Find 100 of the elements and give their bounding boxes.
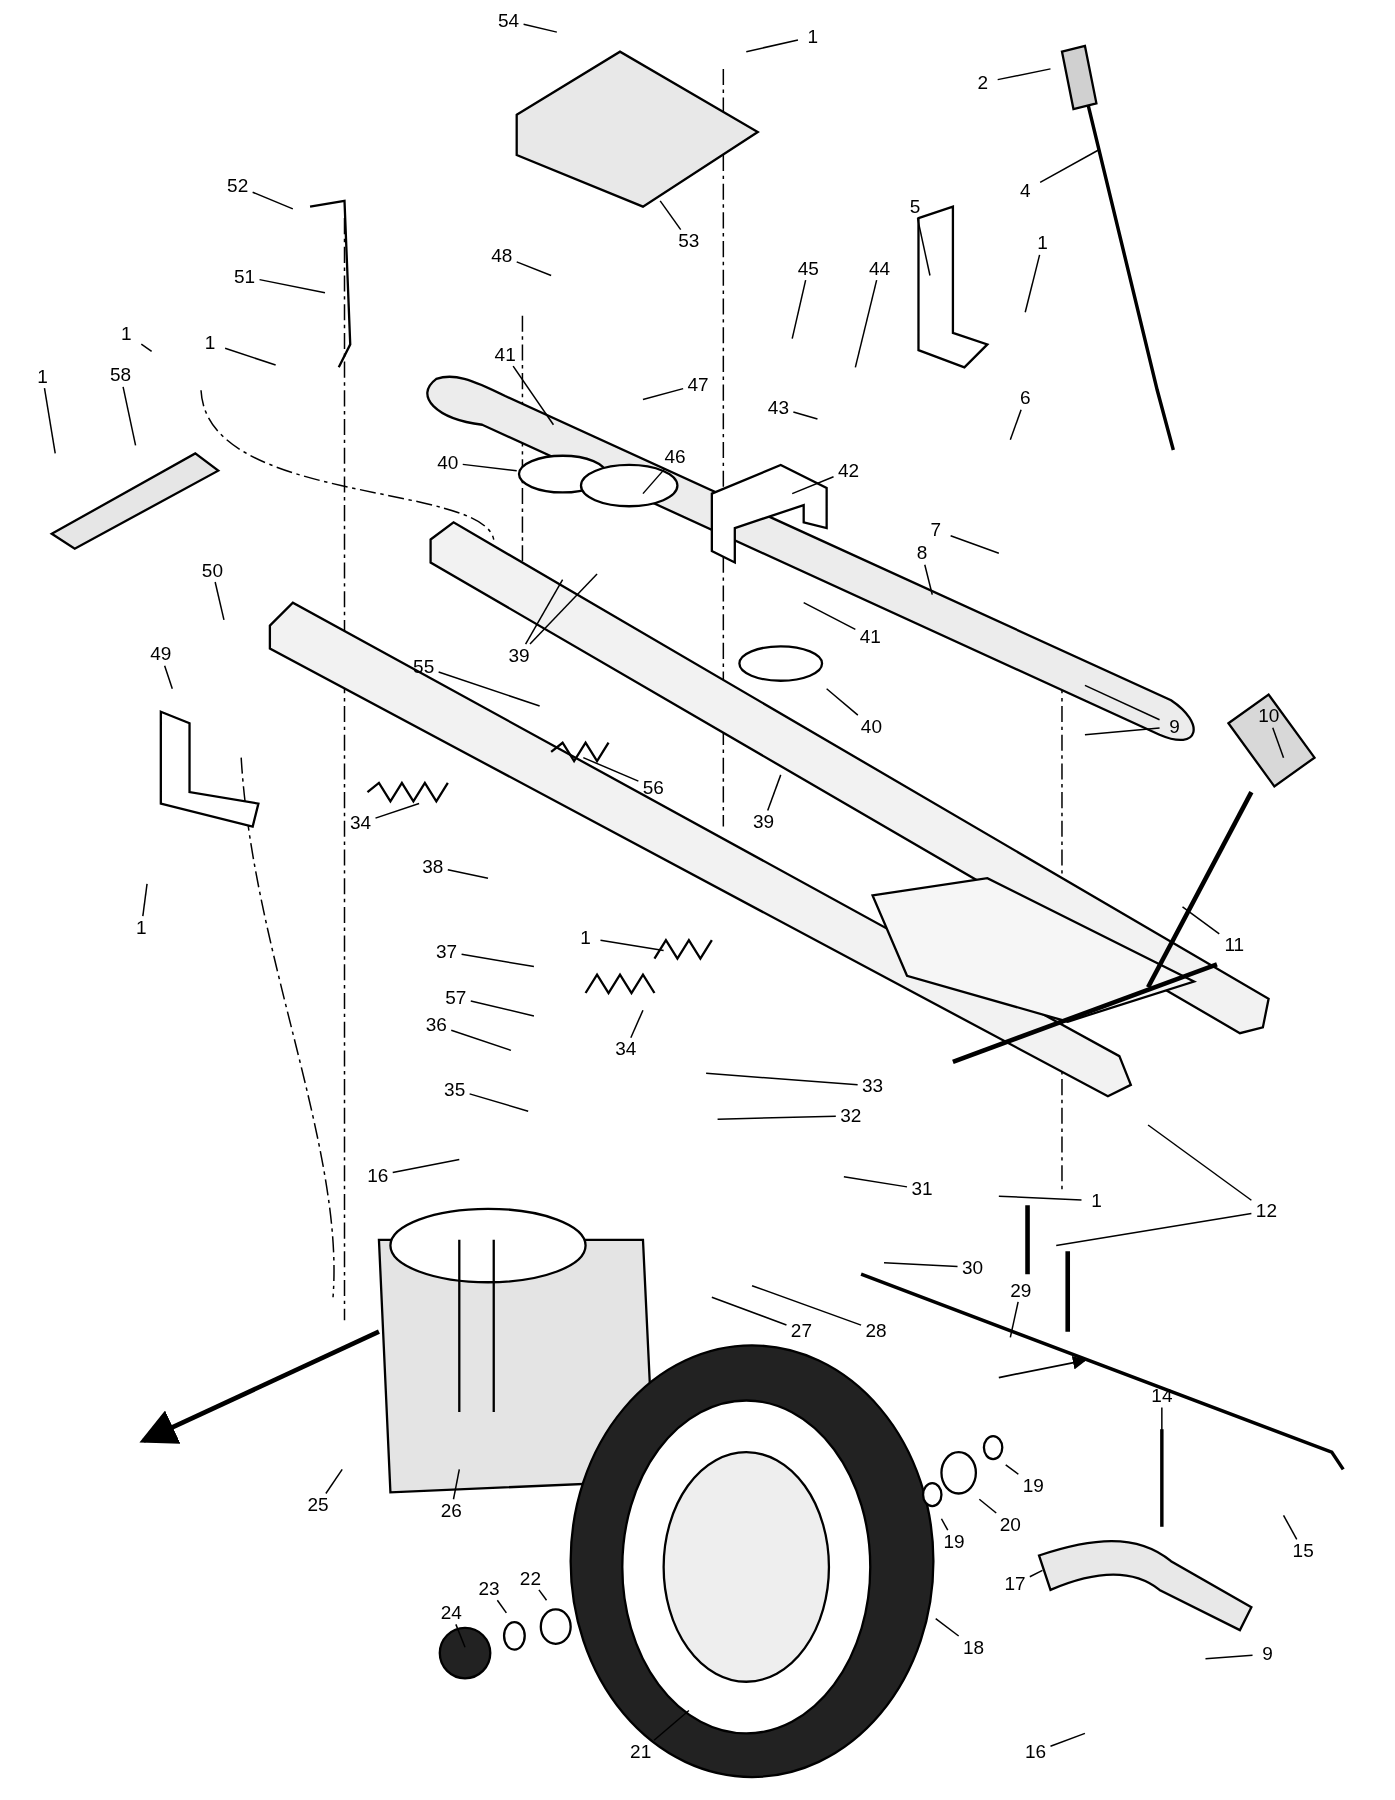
callout-number: 9 — [1250, 1642, 1285, 1667]
leader-line — [522, 23, 558, 33]
leader-line — [447, 869, 489, 879]
leader-line — [711, 1296, 788, 1326]
callout-number: 32 — [833, 1104, 868, 1128]
leader-line — [843, 1175, 908, 1188]
leader-line — [529, 573, 598, 645]
leader-line — [792, 411, 819, 420]
callout-number: 1 — [568, 926, 603, 951]
callout-number: 35 — [437, 1077, 472, 1102]
leader-line — [751, 1284, 862, 1326]
leader-line — [251, 191, 294, 210]
leader-line — [854, 279, 878, 369]
callout-number: 47 — [681, 372, 716, 397]
leader-line — [122, 386, 137, 447]
callout-number: 49 — [143, 642, 178, 667]
callout-number: 50 — [195, 558, 230, 583]
callout-number: 1 — [109, 322, 144, 347]
callout-number: 26 — [434, 1498, 469, 1523]
leader-line — [460, 953, 535, 968]
leader-line — [791, 279, 807, 340]
callout-number: 12 — [1249, 1199, 1284, 1224]
leader-line — [1049, 1732, 1086, 1747]
leader-line — [325, 1468, 343, 1495]
callout-number: 40 — [854, 714, 889, 739]
leader-line — [512, 365, 555, 426]
callout-number: 8 — [904, 541, 939, 566]
leader-line — [642, 467, 666, 495]
callout-number: 57 — [438, 985, 473, 1010]
leader-line — [1282, 1514, 1298, 1541]
callout-number: 1 — [1079, 1188, 1114, 1213]
leader-line — [462, 463, 518, 472]
callout-number: 34 — [343, 811, 378, 836]
callout-number: 15 — [1286, 1539, 1321, 1564]
leader-line — [599, 939, 665, 952]
callout-number: 29 — [1003, 1278, 1038, 1303]
leader-line — [455, 1623, 466, 1649]
leader-line — [766, 774, 782, 812]
leader-line — [1161, 1406, 1163, 1448]
leader-line — [1039, 148, 1101, 184]
leader-line — [142, 883, 148, 917]
callout-number: 40 — [430, 450, 465, 475]
callout-number: 10 — [1251, 704, 1286, 729]
callout-number: 48 — [484, 244, 519, 269]
callout-number: 46 — [658, 444, 693, 469]
callout-number: 4 — [1008, 178, 1043, 203]
leader-line — [437, 671, 541, 707]
callout-number: 1 — [124, 915, 159, 940]
callout-number: 27 — [784, 1318, 819, 1343]
callout-number: 28 — [859, 1318, 894, 1343]
callout-number: 45 — [791, 256, 826, 281]
leader-line — [1029, 1569, 1044, 1578]
leader-line — [705, 1072, 859, 1086]
leader-line — [996, 68, 1052, 81]
leader-line — [1009, 409, 1022, 441]
leader-line — [470, 1000, 535, 1017]
callout-number: 41 — [488, 342, 523, 367]
callout-number: 37 — [429, 939, 464, 964]
leader-line — [934, 1617, 960, 1637]
callout-number: 44 — [862, 256, 897, 281]
callout-number: 42 — [831, 458, 866, 483]
callout-number: 34 — [608, 1037, 643, 1062]
leader-line — [258, 278, 326, 294]
callout-number: 52 — [220, 174, 255, 198]
leader-line — [452, 1468, 461, 1500]
callout-number: 19 — [1016, 1473, 1051, 1498]
callout-number: 56 — [636, 775, 671, 800]
leader-line — [163, 665, 174, 690]
leader-line — [1009, 1301, 1019, 1339]
leader-line — [940, 1518, 949, 1531]
leader-line — [916, 217, 931, 277]
callout-number: 24 — [434, 1601, 469, 1626]
callout-number: 30 — [955, 1255, 990, 1280]
leader-line — [1055, 1212, 1253, 1247]
leader-line — [1204, 1654, 1254, 1660]
callout-number: 39 — [501, 643, 536, 668]
callout-number: 33 — [855, 1074, 890, 1099]
callout-number: 5 — [898, 194, 933, 219]
callout-number: 54 — [491, 8, 526, 33]
leader-line — [1272, 727, 1285, 759]
callout-number: 18 — [956, 1635, 991, 1660]
leader-line — [1084, 684, 1161, 721]
callout-number: 16 — [1018, 1740, 1053, 1765]
leader-line — [1147, 1124, 1253, 1201]
leader-line — [214, 581, 225, 621]
callout-number: 39 — [746, 810, 781, 835]
leader-line — [582, 756, 640, 782]
callout-number: 1 — [1025, 231, 1060, 256]
leader-line — [450, 1029, 512, 1052]
callout-number: 9 — [1157, 714, 1192, 739]
leader-line — [978, 1498, 997, 1514]
callout-number: 11 — [1217, 932, 1252, 957]
leader-line — [791, 476, 835, 495]
leader-line — [1024, 254, 1041, 313]
leader-line — [802, 601, 857, 631]
callout-number: 1 — [193, 331, 228, 356]
leader-line — [716, 1115, 837, 1120]
leader-line — [140, 343, 153, 353]
leader-line — [745, 39, 799, 53]
callout-number: 21 — [623, 1740, 658, 1765]
